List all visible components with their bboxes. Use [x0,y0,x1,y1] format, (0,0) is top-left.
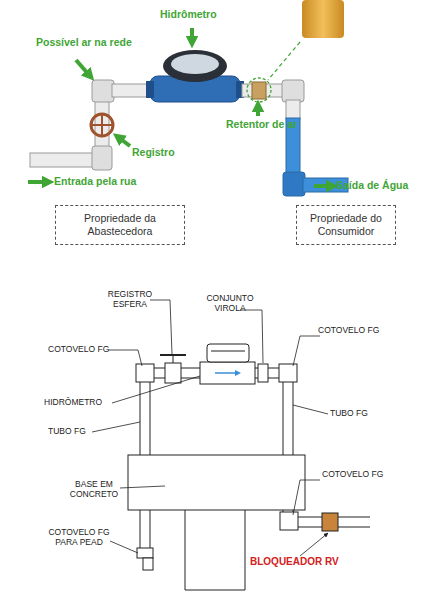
callout-label: BLOQUEADOR RV [250,556,360,568]
callout-label: REGISTRO ESFERA [104,290,156,310]
green-arrows [28,28,332,186]
callout-label: COTOVELO FG PARA PEAD [44,528,114,548]
leader-lines [92,300,328,556]
box-text: Propriedade do Consumidor [303,212,389,238]
callout-label: TUBO FG [330,409,380,419]
callout-label: Retentor de ar [226,118,316,130]
callout-label: CONJUNTO VIROLA [204,294,256,314]
top-pipes [30,0,348,196]
callout-label: Registro [132,146,202,158]
callout-label: COTOVELO FG [48,345,110,355]
property-box: Propriedade do Consumidor [296,205,396,245]
callout-label: COTOVELO FG [322,470,392,480]
technical-drawing [128,344,370,590]
callout-label: Saída de Água [336,179,436,191]
box-text: Propriedade da Abastecedora [62,212,178,238]
callout-label: TUBO FG [48,427,98,437]
callout-label: BASE EM CONCRETO [66,480,122,500]
callout-label: HIDRÔMETRO [44,398,114,408]
callout-label: Possível ar na rede [36,36,156,48]
callout-label: COTOVELO FG [318,326,388,336]
property-box: Propriedade da Abastecedora [55,205,185,245]
callout-label: Hidrômetro [160,8,250,20]
callout-label: Entrada pela rua [54,175,164,187]
